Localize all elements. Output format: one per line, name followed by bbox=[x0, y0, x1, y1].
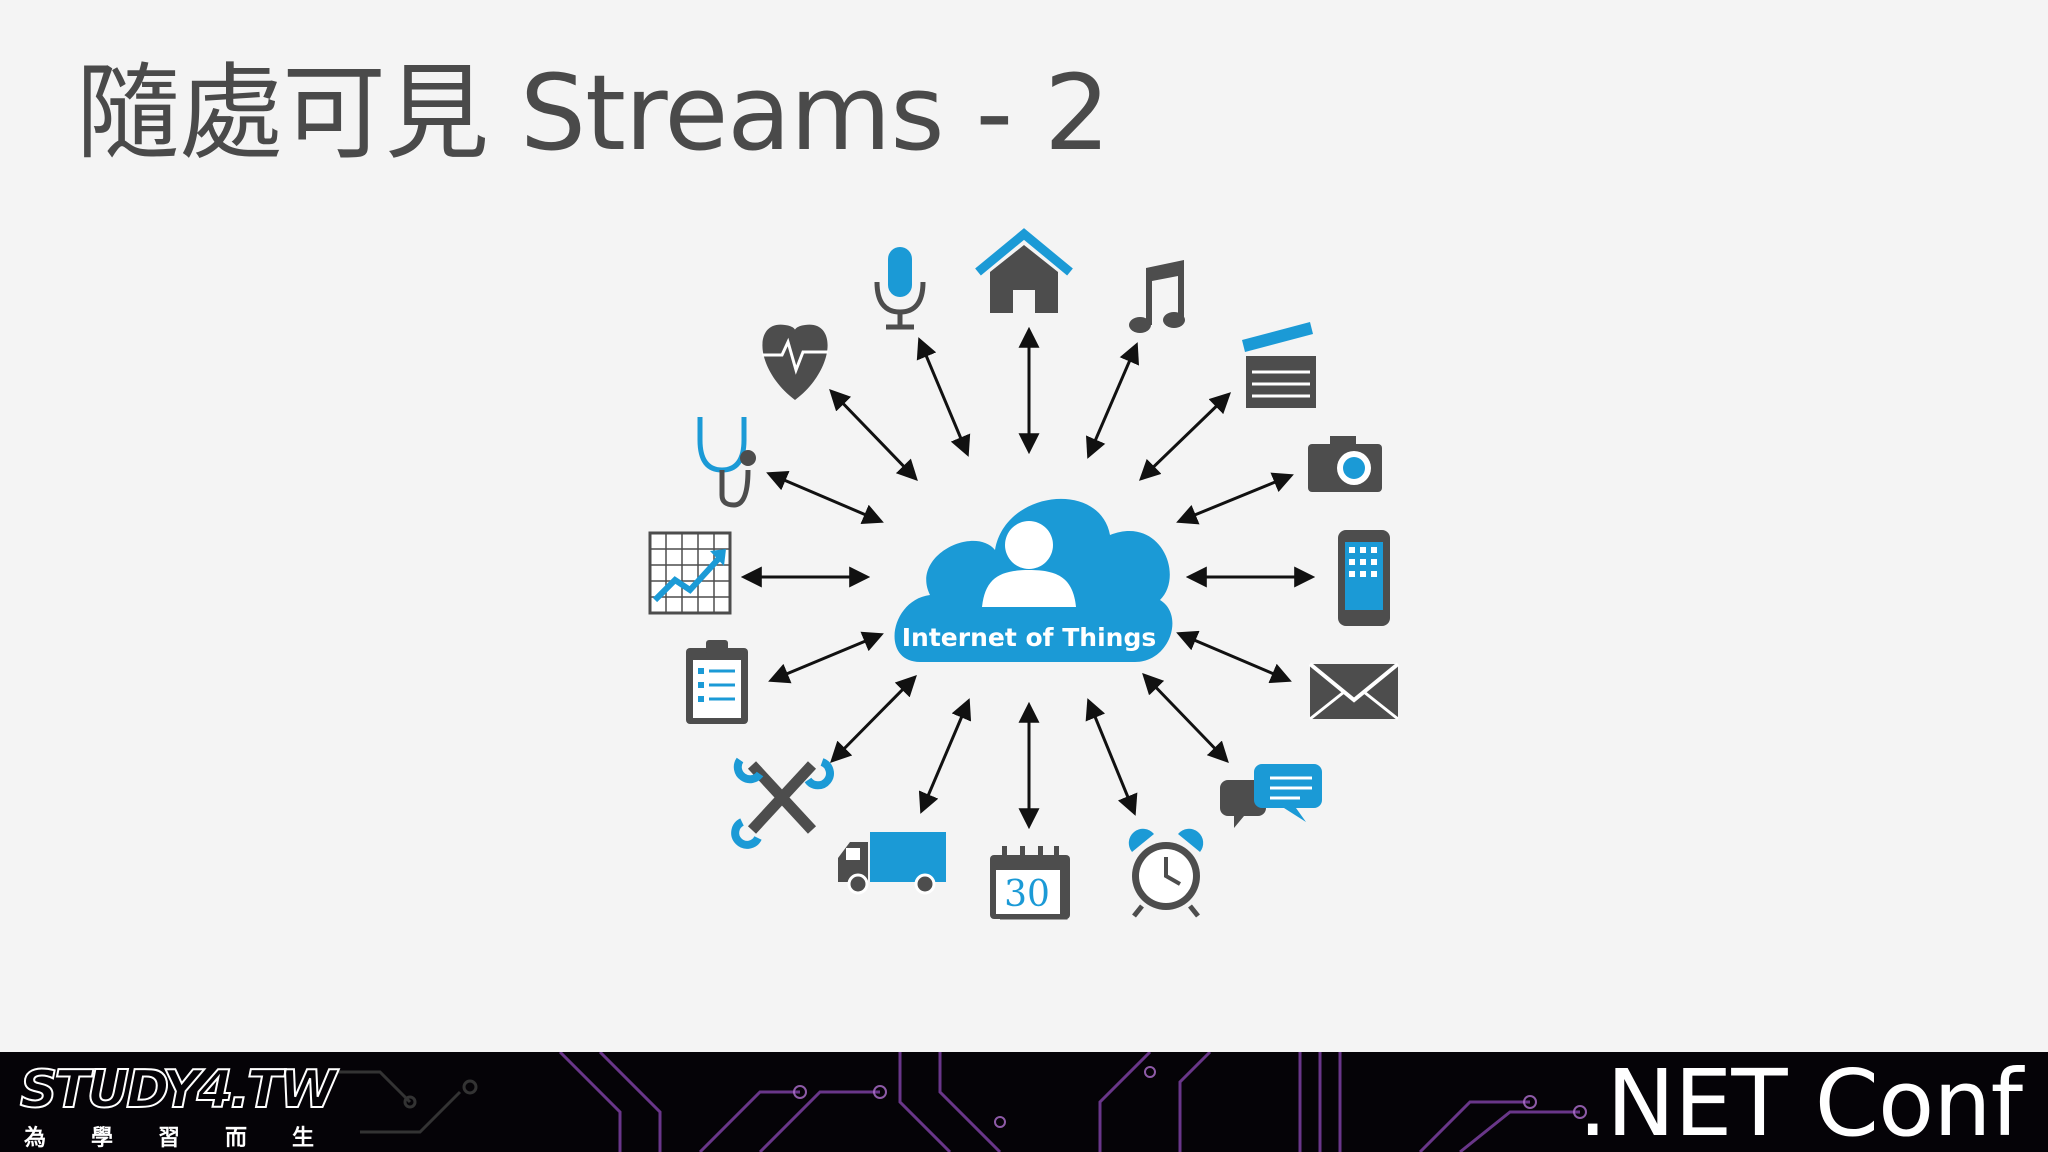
heart-rate-icon bbox=[762, 324, 828, 400]
microphone-icon bbox=[874, 247, 926, 330]
study4-logo: STUDY4.TW 為 學 習 而 生 bbox=[19, 1059, 338, 1152]
footer-bar: STUDY4.TW 為 學 習 而 生 .NET Conf bbox=[0, 1052, 2048, 1152]
clipboard-icon bbox=[686, 640, 748, 724]
clapperboard-icon bbox=[1242, 322, 1316, 408]
circuit-pattern bbox=[330, 1052, 1587, 1152]
slide-title: 隨處可見 Streams - 2 bbox=[76, 52, 1110, 174]
iot-diagram: Internet of Things bbox=[648, 228, 1400, 920]
alarm-clock-icon bbox=[1128, 828, 1204, 918]
chat-bubbles-icon bbox=[1220, 764, 1322, 828]
tagline-char: 而 bbox=[224, 1126, 247, 1151]
tagline-char: 生 bbox=[291, 1126, 314, 1151]
delivery-truck-icon bbox=[838, 832, 946, 895]
music-note-icon bbox=[1129, 260, 1185, 333]
growth-chart-icon bbox=[648, 531, 732, 615]
stethoscope-icon bbox=[697, 417, 756, 508]
connection-arrows bbox=[740, 326, 1316, 830]
tagline-char: 學 bbox=[90, 1126, 113, 1151]
envelope-icon bbox=[1308, 662, 1400, 721]
tagline-char: 習 bbox=[157, 1126, 180, 1151]
home-icon bbox=[975, 228, 1073, 313]
calendar-icon bbox=[990, 846, 1070, 920]
cloud-icon bbox=[894, 498, 1173, 662]
calendar-day: 30 bbox=[1004, 874, 1050, 915]
brand-name: STUDY4.TW bbox=[19, 1059, 338, 1121]
tools-icon bbox=[731, 757, 834, 849]
brand-tagline: 為 學 習 而 生 bbox=[24, 1120, 314, 1152]
cloud-label: Internet of Things bbox=[902, 623, 1157, 652]
tagline-char: 為 bbox=[24, 1126, 47, 1151]
camera-icon bbox=[1308, 436, 1382, 492]
conference-label: .NET Conf bbox=[1578, 1052, 2023, 1152]
smartphone-icon bbox=[1338, 530, 1390, 626]
